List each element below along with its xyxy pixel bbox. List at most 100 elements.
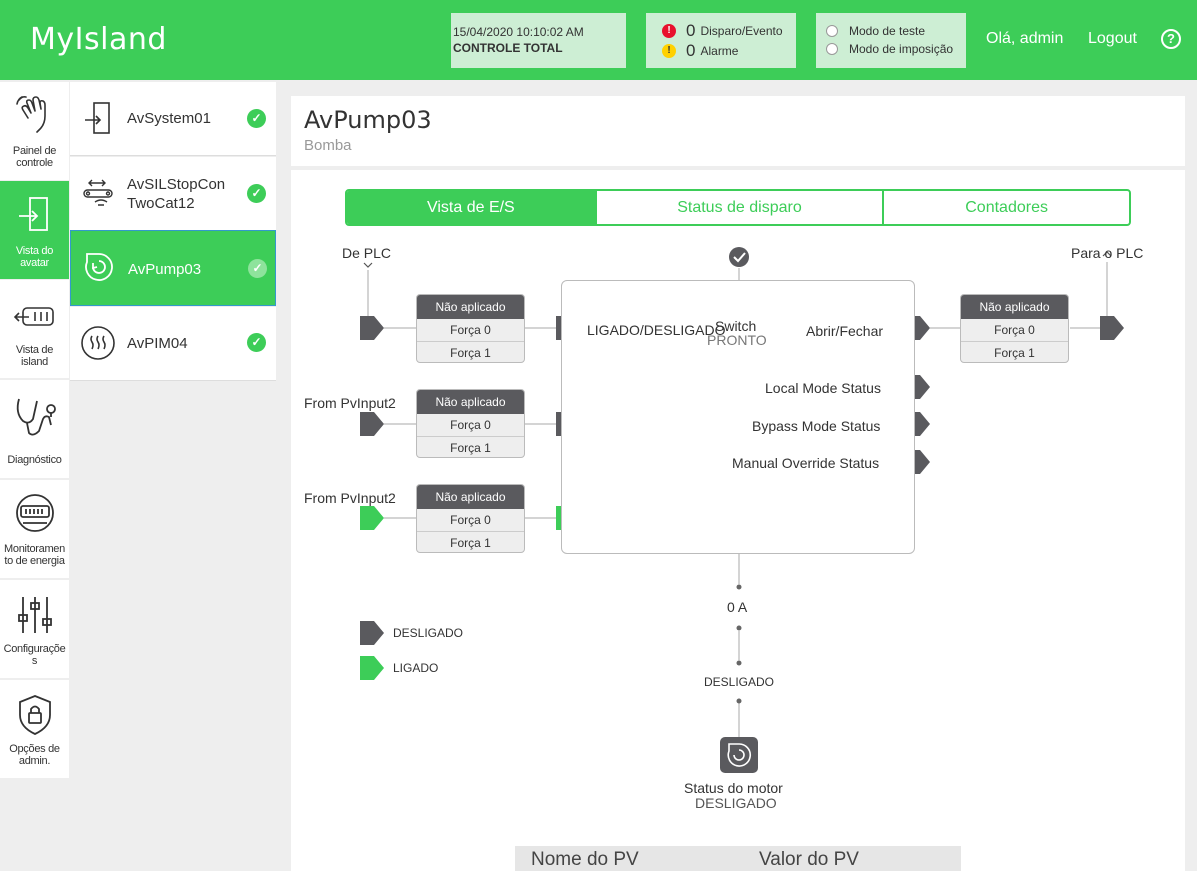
motor-state-label: DESLIGADO	[704, 675, 775, 689]
nav-avatar-view-label-2: avatar	[20, 257, 49, 269]
logout-link[interactable]: Logout	[1088, 30, 1137, 47]
modes-panel: Modo de teste Modo de imposição	[816, 13, 966, 68]
force-0-button[interactable]: Força 0	[994, 323, 1035, 337]
nav-control-panel[interactable]: Painel de controle	[0, 82, 69, 180]
force-mode-option[interactable]: Modo de imposição	[826, 42, 953, 56]
status-ok-icon: ✓	[248, 259, 267, 278]
force-0-button[interactable]: Força 0	[450, 513, 491, 527]
force-status: Não aplicado	[417, 485, 524, 509]
nav-energy-label-2: to de energia	[4, 555, 65, 567]
nav-island-view[interactable]: Vista de island	[0, 280, 69, 378]
alarm-count: 0	[686, 41, 696, 60]
device-header: AvPump03 Bomba	[291, 96, 1185, 166]
nav-island-view-label-2: island	[21, 356, 48, 368]
trip-event-row[interactable]: ! 0 Disparo/Evento	[662, 21, 783, 41]
pv-value-column-header[interactable]: Valor do PV	[759, 849, 859, 870]
force-0-button[interactable]: Força 0	[450, 323, 491, 337]
legend-on-label: LIGADO	[393, 661, 439, 675]
status-ok-icon: ✓	[247, 333, 266, 352]
datetime-text: 15/04/2020 10:10:02 AM	[453, 25, 584, 39]
error-icon: !	[662, 24, 676, 38]
device-item[interactable]: AvSystem01 ✓	[70, 82, 276, 156]
force-box[interactable]: Não aplicado Força 0 Força 1	[416, 294, 525, 363]
conveyor-icon	[80, 175, 116, 211]
nav-settings[interactable]: Configuraçõe s	[0, 580, 69, 678]
app-title: MyIsland	[30, 22, 167, 57]
device-name: AvPIM04	[127, 335, 188, 352]
device-item-selected[interactable]: AvPump03 ✓	[70, 230, 276, 306]
plc-output-off-marker	[1100, 316, 1124, 340]
nav-control-panel-label-2: controle	[16, 157, 53, 169]
datetime-panel: 15/04/2020 10:10:02 AM CONTROLE TOTAL	[451, 13, 626, 68]
force-box[interactable]: Não aplicado Força 0 Força 1	[416, 389, 525, 458]
force-0-button[interactable]: Força 0	[450, 418, 491, 432]
device-item[interactable]: AvPIM04 ✓	[70, 307, 276, 381]
force-1-button[interactable]: Força 1	[417, 341, 524, 362]
input-source-label: From PvInput2	[304, 490, 396, 506]
chevron-up-icon	[1102, 251, 1112, 257]
nav-diagnostics[interactable]: Diagnóstico	[0, 380, 69, 478]
device-name-line-1: AvSILStopCon	[127, 176, 226, 193]
block-ready-label: PRONTO	[707, 332, 767, 348]
shield-lock-icon	[0, 692, 69, 738]
force-status: Não aplicado	[417, 390, 524, 414]
force-status: Não aplicado	[417, 295, 524, 319]
force-mode-label: Modo de imposição	[849, 42, 954, 56]
force-1-button[interactable]: Força 1	[961, 341, 1068, 362]
nav-energy-monitoring[interactable]: Monitoramen to de energia	[0, 480, 69, 578]
energy-meter-icon	[0, 490, 69, 536]
nav-diagnostics-label: Diagnóstico	[7, 454, 62, 466]
motor-status-title: Status do motor	[684, 780, 783, 796]
nav-island-view-label-1: Vista de	[15, 344, 54, 356]
output-label: Manual Override Status	[732, 455, 880, 471]
tab-counters[interactable]: Contadores	[965, 198, 1048, 216]
force-1-button[interactable]: Força 1	[417, 531, 524, 552]
force-1-button[interactable]: Força 1	[417, 436, 524, 457]
nav-admin-label-1: Opções de	[9, 743, 60, 755]
trip-event-count: 0	[686, 21, 696, 40]
tab-io-view[interactable]: Vista de E/S	[347, 191, 597, 224]
ready-check-icon	[729, 247, 749, 267]
events-panel[interactable]: ! 0 Disparo/Evento ! 0 Alarme	[646, 13, 796, 68]
input-off-marker	[360, 316, 384, 340]
pv-name-column-header[interactable]: Nome do PV	[531, 849, 639, 870]
force-mode-radio[interactable]	[826, 43, 838, 55]
to-plc-label: Para o PLC	[1071, 245, 1144, 261]
sliders-icon	[0, 592, 69, 638]
test-mode-radio[interactable]	[826, 25, 838, 37]
motor-status-value: DESLIGADO	[695, 795, 777, 811]
motor-pump-icon	[720, 737, 758, 773]
test-mode-label: Modo de teste	[849, 24, 926, 38]
legend-off-label: DESLIGADO	[393, 626, 464, 640]
view-tabs: Vista de E/S Status de disparo Contadore…	[345, 189, 1131, 226]
top-header: MyIsland 15/04/2020 10:10:02 AM CONTROLE…	[0, 0, 1197, 80]
help-icon[interactable]: ?	[1161, 29, 1181, 49]
from-plc-label: De PLC	[342, 245, 392, 261]
warning-icon: !	[662, 44, 676, 58]
control-mode-text: CONTROLE TOTAL	[453, 41, 563, 55]
tab-trip-status[interactable]: Status de disparo	[597, 191, 885, 224]
nav-admin-options[interactable]: Opções de admin.	[0, 680, 69, 778]
touch-hand-icon	[0, 92, 69, 138]
legend-on-marker	[360, 656, 384, 680]
page-title: AvPump03	[304, 106, 432, 134]
trip-event-label: Disparo/Evento	[700, 24, 783, 38]
status-ok-icon: ✓	[247, 109, 266, 128]
nav-avatar-view[interactable]: Vista do avatar	[0, 181, 69, 279]
stethoscope-icon	[0, 394, 69, 440]
nav-avatar-view-label-1: Vista do	[15, 245, 54, 257]
alarm-label: Alarme	[700, 44, 739, 58]
nav-settings-label-2: s	[31, 655, 38, 667]
alarm-row[interactable]: ! 0 Alarme	[662, 41, 738, 61]
force-box[interactable]: Não aplicado Força 0 Força 1	[416, 484, 525, 553]
test-mode-option[interactable]: Modo de teste	[826, 24, 925, 38]
input-on-marker	[360, 506, 384, 530]
device-item[interactable]: AvSILStopCon TwoCat12 ✓	[70, 157, 276, 231]
force-box[interactable]: Não aplicado Força 0 Força 1	[960, 294, 1069, 363]
user-greeting[interactable]: Olá, admin	[986, 30, 1064, 47]
avatar-door-icon	[0, 191, 69, 237]
input-source-label: From PvInput2	[304, 395, 396, 411]
heater-icon	[80, 325, 116, 361]
status-ok-icon: ✓	[247, 184, 266, 203]
legend-off-marker	[360, 621, 384, 645]
